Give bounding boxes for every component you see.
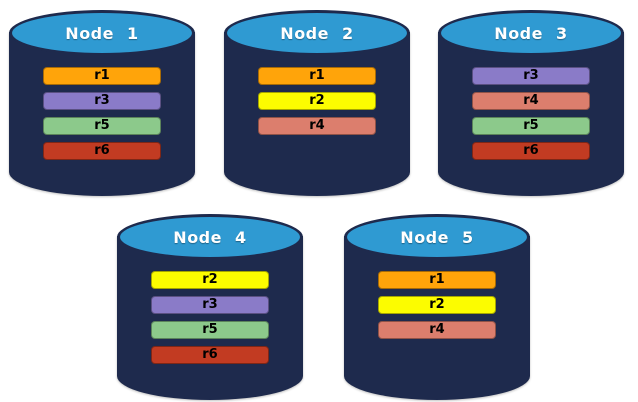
node-2-cylinder-top: Node 2: [224, 10, 410, 56]
node-3-replica-list: r3 r4 r5 r6: [438, 67, 624, 160]
node-5-cylinder-top: Node 5: [344, 214, 530, 260]
replica-bar: r2: [378, 296, 496, 314]
node-2-title: Node 2: [280, 23, 354, 43]
node-2-cylinder: Node 2 r1 r2 r4: [224, 10, 410, 196]
replica-bar: r3: [43, 92, 161, 110]
replica-bar: r3: [472, 67, 590, 85]
node-1-cylinder: Node 1 r1 r3 r5 r6: [9, 10, 195, 196]
replica-bar: r6: [151, 346, 269, 364]
replica-bar: r5: [472, 117, 590, 135]
node-2-cylinder-body: [224, 32, 410, 196]
replica-bar: r2: [258, 92, 376, 110]
node-5-cylinder-body: [344, 236, 530, 400]
node-2-replica-list: r1 r2 r4: [224, 67, 410, 135]
node-4-replica-list: r2 r3 r5 r6: [117, 271, 303, 364]
node-5-title: Node 5: [400, 227, 474, 247]
node-3-cylinder: Node 3 r3 r4 r5 r6: [438, 10, 624, 196]
node-1-title: Node 1: [65, 23, 139, 43]
node-4-cylinder-top: Node 4: [117, 214, 303, 260]
replica-bar: r5: [151, 321, 269, 339]
node-5-cylinder: Node 5 r1 r2 r4: [344, 214, 530, 400]
node-3-cylinder-top: Node 3: [438, 10, 624, 56]
node-3-cylinder-body: [438, 32, 624, 196]
replica-bar: r4: [258, 117, 376, 135]
replica-bar: r2: [151, 271, 269, 289]
replica-bar: r6: [43, 142, 161, 160]
replica-bar: r1: [378, 271, 496, 289]
replica-bar: r1: [43, 67, 161, 85]
node-4-cylinder: Node 4 r2 r3 r5 r6: [117, 214, 303, 400]
node-1-replica-list: r1 r3 r5 r6: [9, 67, 195, 160]
replica-bar: r5: [43, 117, 161, 135]
replica-bar: r6: [472, 142, 590, 160]
node-4-title: Node 4: [173, 227, 247, 247]
node-4-cylinder-body: [117, 236, 303, 400]
replica-bar: r4: [472, 92, 590, 110]
node-1-cylinder-body: [9, 32, 195, 196]
node-5-replica-list: r1 r2 r4: [344, 271, 530, 339]
node-1-cylinder-top: Node 1: [9, 10, 195, 56]
node-3-title: Node 3: [494, 23, 568, 43]
replica-bar: r4: [378, 321, 496, 339]
replica-bar: r3: [151, 296, 269, 314]
replica-bar: r1: [258, 67, 376, 85]
